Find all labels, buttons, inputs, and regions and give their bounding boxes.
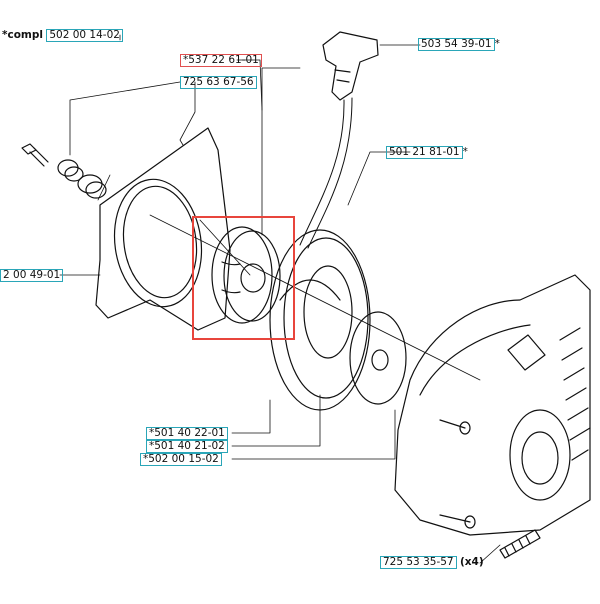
part-503-54: 503 54 39-01: [418, 38, 495, 51]
highlight-rectangle: [192, 216, 295, 340]
part-501-40-21: *501 40 21-02: [146, 440, 228, 453]
long-screw-part: [499, 529, 541, 559]
label-501-40-22: *501 40 22-01: [146, 427, 228, 440]
label-725-53: 725 53 35-57 (x4): [380, 556, 484, 569]
part-725-63: 725 63 67-56: [180, 76, 257, 89]
starter-handle: [299, 31, 379, 249]
label-501-40-21: *501 40 21-02: [146, 440, 228, 453]
spring-cassette: [269, 229, 371, 411]
label-725-63: 725 63 67-56: [180, 76, 257, 89]
part-502-00-15: *502 00 15-02: [140, 453, 222, 466]
part-537: *537 22 61-01: [180, 54, 262, 67]
washer-part: [349, 311, 407, 405]
label-left: 2 00 49-01: [0, 269, 64, 282]
starter-housing: [394, 274, 591, 536]
part-501-40-22: *501 40 22-01: [146, 427, 228, 440]
label-compl-prefix: *compl: [2, 29, 43, 41]
flange-plate: [95, 127, 231, 331]
label-502-00-15: *502 00 15-02: [140, 453, 222, 466]
part-501-21-suffix: *: [462, 146, 468, 158]
part-725-53: 725 53 35-57: [380, 556, 457, 569]
starter-pulley: [211, 226, 281, 324]
label-503-54: 503 54 39-01*: [418, 38, 500, 51]
part-503-54-suffix: *: [494, 38, 500, 50]
part-501-21: 501 21 81-01: [386, 146, 463, 159]
label-537: *537 22 61-01: [180, 54, 262, 67]
bushing-part: [57, 159, 107, 199]
part-left: 2 00 49-01: [0, 269, 64, 282]
label-compl-part: 502 00 14-02: [46, 29, 123, 42]
screw-part: [21, 143, 49, 167]
leader-lines: [59, 34, 501, 564]
quantity-x4: (x4): [459, 556, 484, 568]
label-501-21: 501 21 81-01*: [386, 146, 468, 159]
label-compl: *compl 502 00 14-02: [2, 29, 123, 42]
